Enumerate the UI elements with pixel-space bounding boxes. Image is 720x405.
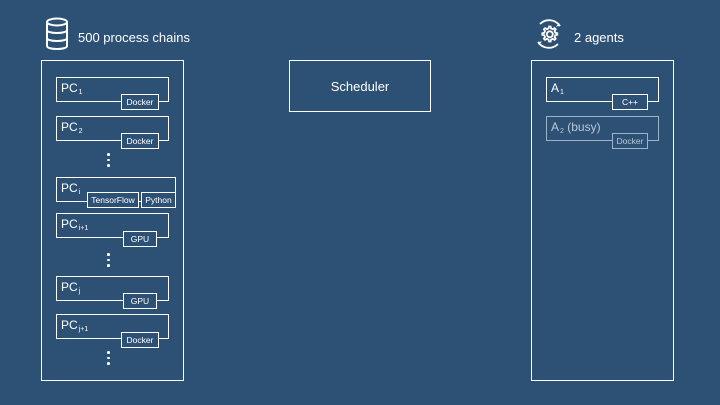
cpp-tag: C++ (612, 94, 648, 110)
process-chain-name: PCi+1 (61, 217, 89, 232)
gear-cycle-icon (533, 18, 565, 50)
agent-name: A2 (busy) (551, 120, 601, 135)
process-chain-name: PCj (61, 280, 81, 295)
database-icon (45, 17, 69, 53)
docker-tag: Docker (121, 332, 159, 348)
agent-name: A1 (551, 81, 564, 96)
tensorflow-tag: TensorFlow (87, 192, 139, 208)
process-chain-name: PC1 (61, 81, 83, 96)
gpu-tag: GPU (123, 231, 157, 247)
process-chain-name: PCj+1 (61, 318, 89, 333)
process-chain-card[interactable]: PCj (56, 276, 169, 301)
ellipsis-vertical (107, 253, 111, 270)
docker-tag: Docker (121, 133, 159, 149)
docker-tag: Docker (612, 133, 648, 149)
agents-header: 2 agents (574, 30, 624, 45)
agents-column (531, 60, 674, 381)
process-chain-name: PC2 (61, 120, 83, 135)
scheduler-box[interactable]: Scheduler (289, 60, 431, 112)
scheduler-label: Scheduler (330, 78, 390, 94)
process-chain-name: PCi (61, 181, 81, 196)
process-chains-header: 500 process chains (78, 30, 191, 45)
process-chain-card[interactable]: PC1 (56, 77, 169, 102)
process-chain-card[interactable]: PCi+1 (56, 213, 169, 238)
docker-tag: Docker (121, 94, 159, 110)
ellipsis-vertical (107, 153, 111, 170)
agent-card[interactable]: A1 (546, 77, 659, 102)
gpu-tag: GPU (123, 293, 157, 309)
agent-card-busy[interactable]: A2 (busy) (546, 116, 659, 141)
process-chain-card[interactable]: PCj+1 (56, 314, 169, 339)
ellipsis-vertical (107, 351, 111, 368)
process-chains-column (41, 60, 184, 381)
python-tag: Python (141, 192, 176, 208)
process-chain-card[interactable]: PC2 (56, 116, 169, 141)
